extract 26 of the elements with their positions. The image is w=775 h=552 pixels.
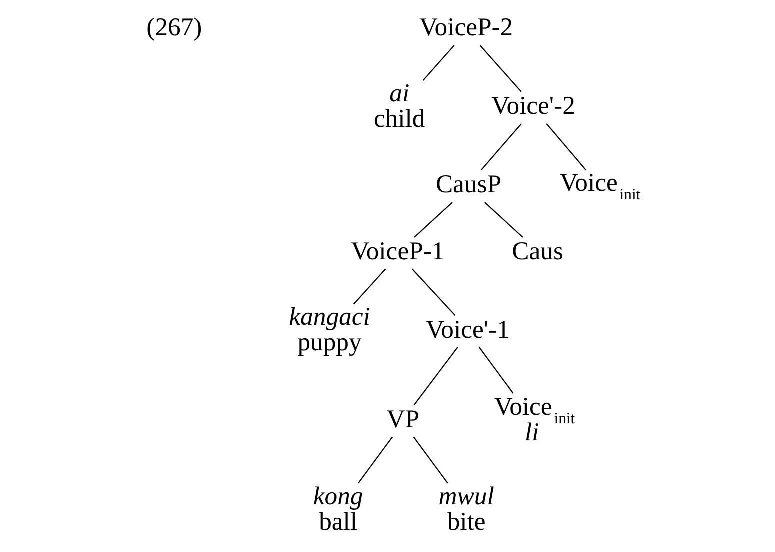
connector — [353, 268, 386, 305]
connector — [484, 202, 524, 238]
node-text: kangaci puppy — [289, 302, 370, 357]
connector — [358, 436, 394, 484]
connector — [414, 347, 458, 406]
node-text: Voice'-2 — [492, 91, 576, 120]
node-text: CausP — [436, 169, 502, 198]
connector — [546, 123, 586, 171]
node-text: Caus — [512, 236, 564, 266]
node-text: VoiceP-1 — [351, 236, 445, 266]
connector — [413, 436, 448, 484]
connector — [412, 268, 456, 316]
connector — [414, 202, 453, 238]
connector — [478, 347, 514, 394]
node-text: mwul bite — [438, 482, 494, 536]
node-text: ai child — [374, 78, 426, 133]
label: (267) — [146, 12, 202, 42]
node-text: VP — [386, 404, 420, 434]
connector — [480, 123, 522, 171]
connector — [480, 45, 522, 92]
node-text: Voice$_{init}$ — [560, 168, 641, 204]
node-text: Voice'-1 — [426, 314, 510, 344]
connector — [422, 45, 455, 81]
node-text: VoiceP-2 — [420, 12, 514, 42]
node-text: Voice$_{init}$ li — [494, 392, 576, 446]
node-text: kong ball — [313, 482, 364, 536]
